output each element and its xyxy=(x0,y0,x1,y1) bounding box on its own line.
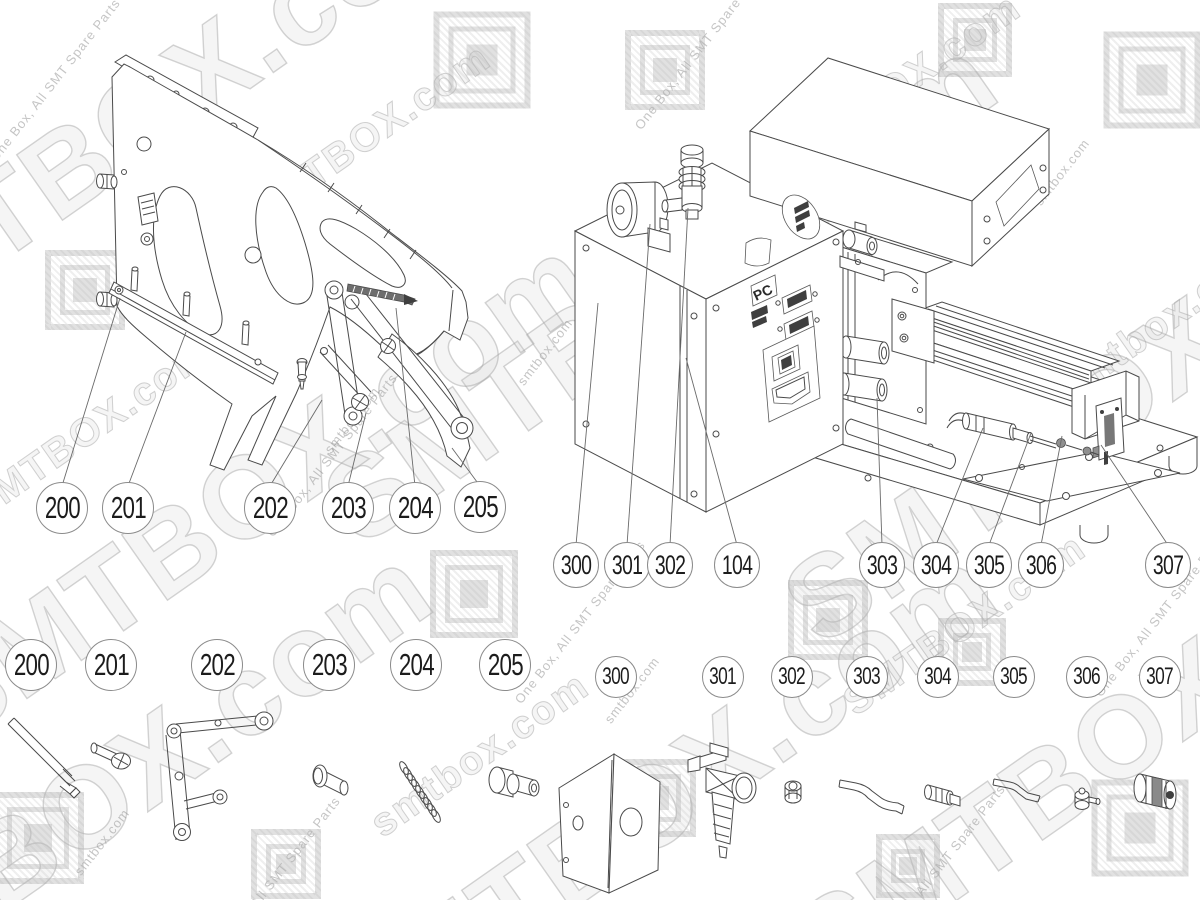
part-205-drawing xyxy=(488,766,540,798)
callout-304[interactable]: 304 xyxy=(913,542,959,588)
part-306-drawing xyxy=(1074,787,1101,810)
callout-104[interactable]: 104 xyxy=(714,542,760,588)
part-203-drawing xyxy=(312,764,349,796)
callout-205[interactable]: 205 xyxy=(454,481,506,533)
leader-lines xyxy=(61,297,481,487)
part-label-303[interactable]: 303 xyxy=(846,656,888,698)
part-300-drawing xyxy=(558,753,661,894)
part-303-drawing xyxy=(838,779,905,815)
callout-306[interactable]: 306 xyxy=(1018,542,1064,588)
callout-302[interactable]: 302 xyxy=(647,542,693,588)
filter-regulator xyxy=(661,144,706,220)
callout-301[interactable]: 301 xyxy=(604,542,650,588)
part-302-drawing xyxy=(784,780,802,804)
callout-204[interactable]: 204 xyxy=(389,482,441,534)
machine-assembly-drawing: PC xyxy=(573,57,1199,546)
pressure-gauge xyxy=(606,181,671,253)
part-label-304[interactable]: 304 xyxy=(917,656,959,698)
end-mount-block xyxy=(1071,370,1140,465)
part-label-203[interactable]: 203 xyxy=(303,639,355,691)
pc-port-label: PC xyxy=(751,281,775,304)
leader-lines xyxy=(575,207,1169,546)
part-label-204[interactable]: 204 xyxy=(390,639,442,691)
tool-head xyxy=(839,221,885,282)
callout-305[interactable]: 305 xyxy=(966,542,1012,588)
part-202-drawing xyxy=(165,711,274,841)
part-label-302[interactable]: 302 xyxy=(771,656,813,698)
part-305-drawing xyxy=(992,778,1041,803)
part-label-300[interactable]: 300 xyxy=(595,656,637,698)
part-label-205[interactable]: 205 xyxy=(479,639,531,691)
part-label-200[interactable]: 200 xyxy=(5,639,57,691)
frame-assembly-drawing xyxy=(96,54,474,471)
column xyxy=(835,234,954,425)
callout-307[interactable]: 307 xyxy=(1145,542,1191,588)
console-box xyxy=(744,57,1050,268)
part-label-201[interactable]: 201 xyxy=(85,639,137,691)
part-label-306[interactable]: 306 xyxy=(1066,656,1108,698)
part-204-drawing xyxy=(399,761,441,823)
part-307-drawing xyxy=(1133,773,1177,810)
callout-303[interactable]: 303 xyxy=(859,542,905,588)
linear-rail xyxy=(898,301,1130,418)
gib-rail xyxy=(108,266,279,385)
part-200-drawing xyxy=(7,717,81,799)
callout-200[interactable]: 200 xyxy=(36,482,88,534)
part-304-drawing xyxy=(924,784,961,807)
callout-300[interactable]: 300 xyxy=(553,542,599,588)
linkage-assembly xyxy=(296,280,474,468)
part-label-301[interactable]: 301 xyxy=(702,656,744,698)
part-label-305[interactable]: 305 xyxy=(993,656,1035,698)
part-201-drawing xyxy=(90,742,131,770)
part-label-202[interactable]: 202 xyxy=(191,639,243,691)
callout-203[interactable]: 203 xyxy=(322,482,374,534)
side-pin xyxy=(96,169,127,190)
part-label-307[interactable]: 307 xyxy=(1139,656,1181,698)
callout-202[interactable]: 202 xyxy=(244,482,296,534)
callout-201[interactable]: 201 xyxy=(102,482,154,534)
part-301-drawing xyxy=(687,742,757,859)
